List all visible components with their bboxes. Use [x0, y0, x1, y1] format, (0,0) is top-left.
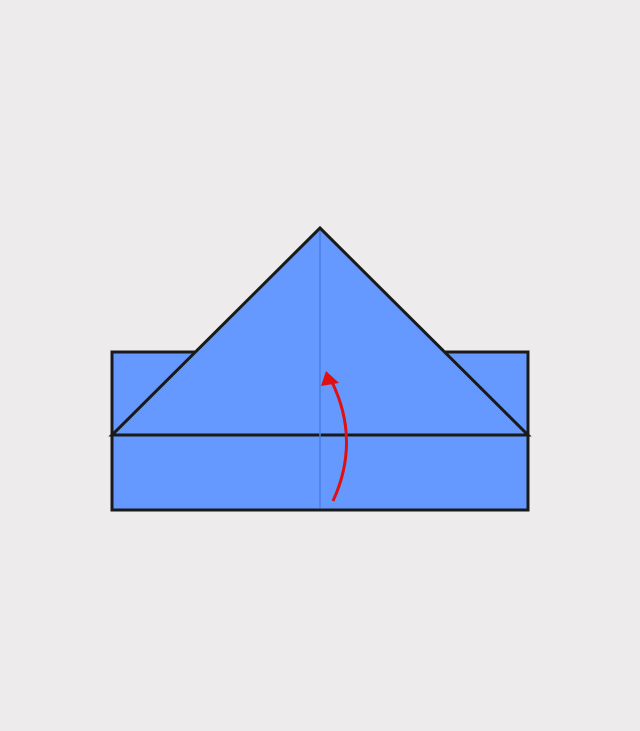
arrow-shaft	[329, 379, 348, 502]
curved-arrow-up-icon	[321, 371, 348, 502]
arrow-head	[321, 371, 339, 386]
